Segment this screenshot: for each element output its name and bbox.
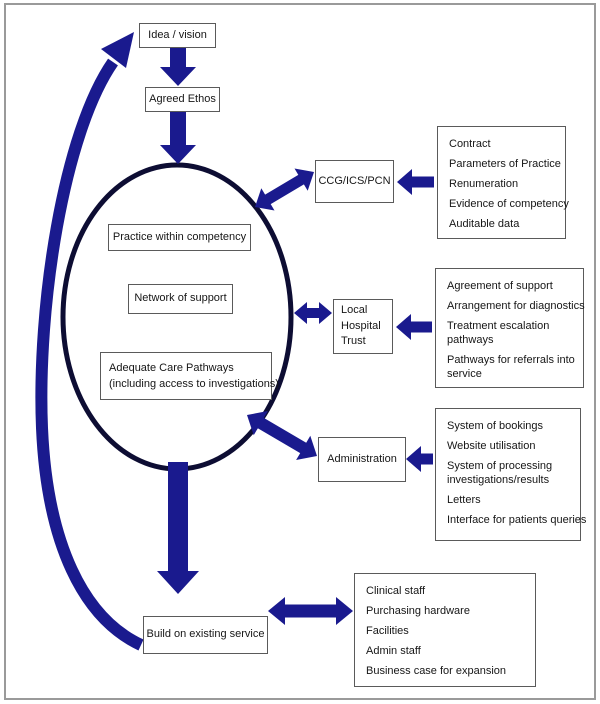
list-item: Arrangement for diagnostics bbox=[447, 300, 585, 313]
pathways-line-1: Adequate Care Pathways bbox=[109, 361, 234, 374]
node-network-of-support: Network of support bbox=[128, 284, 233, 314]
pathways-line-2: (including access to investigations) bbox=[109, 378, 279, 390]
node-agreed-ethos: Agreed Ethos bbox=[145, 87, 220, 112]
list-item: Admin staff bbox=[366, 645, 421, 658]
feedback-curve bbox=[35, 58, 144, 651]
list-item: Renumeration bbox=[449, 178, 519, 191]
node-local-hospital-trust: Local Hospital Trust bbox=[333, 299, 393, 354]
list-item: Facilities bbox=[366, 625, 409, 638]
list-item: Interface for patients queries bbox=[447, 514, 587, 527]
arrow-contractlist-to-ccg bbox=[397, 169, 434, 195]
list-item: System of bookings bbox=[447, 420, 543, 432]
node-ccg-ics-pcn: CCG/ICS/PCN bbox=[315, 160, 394, 203]
list-item: Pathways for referrals into service bbox=[447, 354, 575, 381]
list-item: Auditable data bbox=[449, 218, 520, 231]
list-item: Business case for expansion bbox=[366, 665, 507, 678]
list-item: Treatment escalation pathways bbox=[447, 320, 550, 347]
arrow-ellipse-to-build bbox=[157, 462, 199, 594]
node-idea-vision: Idea / vision bbox=[139, 23, 216, 48]
feedback-arrowhead bbox=[101, 32, 134, 68]
list-item: Purchasing hardware bbox=[366, 605, 470, 618]
list-item: Evidence of competency bbox=[449, 198, 569, 211]
arrow-systemslist-to-admin bbox=[406, 446, 433, 472]
node-adequate-care-pathways: Adequate Care Pathways (including access… bbox=[100, 352, 279, 400]
node-practice-within-competency: Practice within competency bbox=[108, 224, 251, 251]
arrow-build-resources bbox=[268, 597, 353, 625]
list-item: Agreement of support bbox=[447, 280, 553, 292]
arrow-ellipse-hospital-trust bbox=[294, 302, 332, 324]
node-build-on-existing-service: Build on existing service bbox=[143, 616, 268, 654]
arrow-ellipse-administration bbox=[247, 411, 317, 460]
feedback-loop-arrow bbox=[35, 32, 144, 651]
node-administration: Administration bbox=[318, 437, 406, 482]
list-item: Letters bbox=[447, 494, 481, 507]
arrow-ethos-to-ellipse bbox=[160, 112, 196, 164]
list-item: Parameters of Practice bbox=[449, 158, 561, 171]
list-item: System of processing investigations/resu… bbox=[447, 460, 553, 487]
arrow-supportlist-to-trust bbox=[396, 314, 432, 340]
list-item: Website utilisation bbox=[447, 440, 536, 453]
arrow-ellipse-ccg bbox=[255, 168, 314, 211]
list-item: Clinical staff bbox=[366, 585, 426, 597]
arrow-idea-to-ethos bbox=[160, 48, 196, 86]
list-item: Contract bbox=[449, 138, 491, 150]
